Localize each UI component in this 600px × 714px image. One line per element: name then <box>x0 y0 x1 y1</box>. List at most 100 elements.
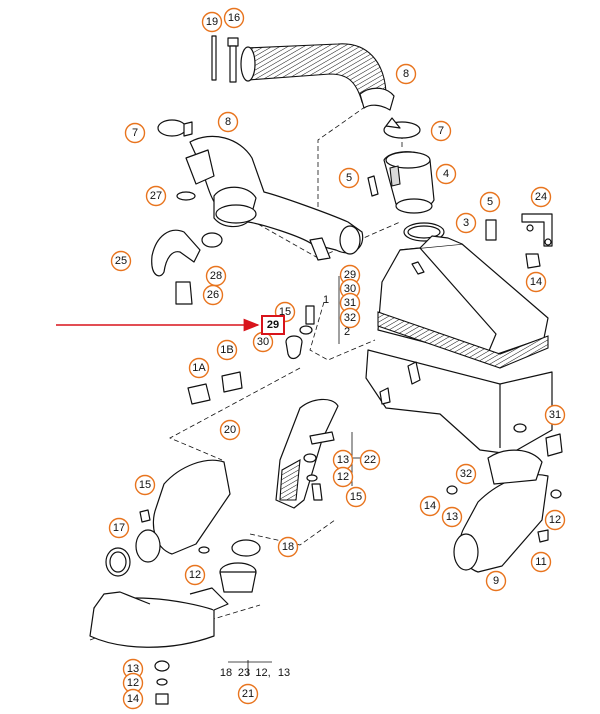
callout-circle <box>359 449 381 471</box>
callout-circle <box>419 495 441 517</box>
callout-30[interactable]: 30 <box>252 331 274 353</box>
callout-12[interactable]: 12 <box>544 509 566 531</box>
callout-label: 32 <box>344 312 356 324</box>
callout-circle <box>145 185 167 207</box>
callout-label: 26 <box>207 289 219 301</box>
callout-label: 31 <box>344 297 356 309</box>
callout-4[interactable]: 4 <box>435 163 457 185</box>
callout-32[interactable]: 32 <box>455 463 477 485</box>
rubber-mount-31-right <box>545 433 563 457</box>
callout-26[interactable]: 26 <box>202 284 224 306</box>
callout-circle <box>277 536 299 558</box>
callout-circle <box>202 284 224 306</box>
callout-circle <box>124 122 146 144</box>
callout-15[interactable]: 15 <box>345 486 367 508</box>
callout-14[interactable]: 14 <box>419 495 441 517</box>
callout-label: 13 <box>127 663 139 675</box>
plain-label-13: 13 <box>278 667 290 679</box>
callout-label: 12 <box>549 514 561 526</box>
callout-circle <box>544 509 566 531</box>
bolt-5-right <box>485 219 497 241</box>
callout-circle <box>430 120 452 142</box>
callout-27[interactable]: 27 <box>145 185 167 207</box>
callout-5[interactable]: 5 <box>479 191 501 213</box>
callout-label: 1A <box>192 362 206 374</box>
filter-element <box>377 311 549 369</box>
callout-13[interactable]: 13 <box>122 658 144 680</box>
plain-label-12: 12, <box>255 667 270 679</box>
callout-circle <box>544 404 566 426</box>
callout-3[interactable]: 3 <box>455 212 477 234</box>
callout-label: 3 <box>463 217 469 229</box>
callout-13[interactable]: 13 <box>332 449 354 471</box>
highlighted-callout-29[interactable]: 29 <box>261 315 285 335</box>
connector-26 <box>175 281 193 305</box>
callout-label: 7 <box>132 127 138 139</box>
callout-8[interactable]: 8 <box>395 63 417 85</box>
callout-circle <box>441 506 463 528</box>
callout-8[interactable]: 8 <box>217 111 239 133</box>
air-filter-lower-housing <box>365 349 553 455</box>
fasteners-13-12-15 <box>303 453 323 501</box>
callout-15[interactable]: 15 <box>134 474 156 496</box>
callout-label: 8 <box>225 116 231 128</box>
callout-label: 19 <box>206 16 218 28</box>
callout-31[interactable]: 31 <box>544 404 566 426</box>
callout-label: 14 <box>127 693 139 705</box>
callout-circle <box>485 570 507 592</box>
callout-12[interactable]: 12 <box>332 466 354 488</box>
callout-11[interactable]: 11 <box>530 551 552 573</box>
callout-32[interactable]: 32 <box>339 307 361 329</box>
callout-label: 11 <box>535 556 546 568</box>
callout-9[interactable]: 9 <box>485 570 507 592</box>
callout-25[interactable]: 25 <box>110 250 132 272</box>
callout-21[interactable]: 21 <box>237 683 259 705</box>
callout-14[interactable]: 14 <box>122 688 144 710</box>
callout-label: 1B <box>220 344 233 356</box>
bolt-19 <box>211 35 217 81</box>
callout-circle <box>122 688 144 710</box>
callout-label: 13 <box>337 454 349 466</box>
callout-label: 14 <box>424 500 436 512</box>
callout-5[interactable]: 5 <box>338 167 360 189</box>
sleeve-1B <box>221 371 243 393</box>
callout-19[interactable]: 19 <box>201 11 223 33</box>
hose-clamp-7-left <box>157 119 193 137</box>
callout-12[interactable]: 12 <box>184 564 206 586</box>
callout-circle <box>525 271 547 293</box>
callout-1A[interactable]: 1A <box>188 357 210 379</box>
callout-7[interactable]: 7 <box>124 122 146 144</box>
callout-29[interactable]: 29 <box>339 264 361 286</box>
air-filter-lid <box>377 235 549 359</box>
callout-circle <box>223 7 245 29</box>
valve-27 <box>176 149 215 201</box>
callout-label: 31 <box>549 409 561 421</box>
callout-18[interactable]: 18 <box>277 536 299 558</box>
callout-20[interactable]: 20 <box>219 419 241 441</box>
callout-label: 18 <box>282 541 294 553</box>
callout-label: 14 <box>530 276 542 288</box>
callout-label: 13 <box>446 511 458 523</box>
callout-13[interactable]: 13 <box>441 506 463 528</box>
callout-14[interactable]: 14 <box>525 271 547 293</box>
callout-circle <box>455 212 477 234</box>
callout-1B[interactable]: 1B <box>216 339 238 361</box>
callout-circle <box>345 486 367 508</box>
callout-16[interactable]: 16 <box>223 7 245 29</box>
washer-29 <box>299 325 313 335</box>
intake-9 <box>453 449 549 573</box>
callout-label: 12 <box>127 677 139 689</box>
callout-22[interactable]: 22 <box>359 449 381 471</box>
intake-hose-upper <box>240 43 421 139</box>
seal-ring-17 <box>105 547 131 577</box>
callout-circle <box>237 683 259 705</box>
callout-circle <box>110 250 132 272</box>
callout-28[interactable]: 28 <box>205 265 227 287</box>
plain-label-23: 23 <box>238 667 250 679</box>
hose-25 <box>151 229 201 277</box>
callout-17[interactable]: 17 <box>108 517 130 539</box>
callout-24[interactable]: 24 <box>530 186 552 208</box>
callout-circle <box>395 63 417 85</box>
callout-7[interactable]: 7 <box>430 120 452 142</box>
